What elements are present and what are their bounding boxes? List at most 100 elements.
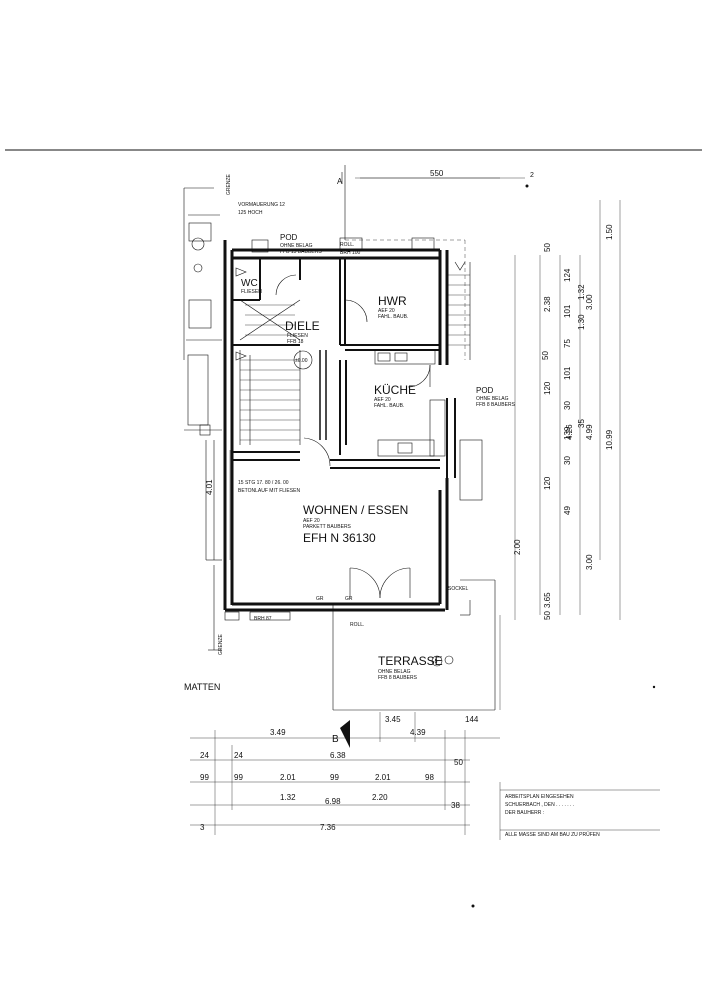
room-terrasse-marker: -5 [433, 659, 438, 665]
dim-bottom-row3-3: 2.01 [280, 773, 296, 782]
grenze-top-label: GRENZE [226, 174, 232, 196]
dim-bottom-row3b-1: 1.32 [280, 793, 296, 802]
room-pod-top-info1: OHNE BELAG [280, 243, 313, 249]
approval-stamp [499, 782, 660, 840]
dim-right-inner-12: 120 [543, 476, 552, 490]
dim-right-inner-8: 120 [543, 381, 552, 395]
stamp-footer: ALLE MASSE SIND AM BAU ZU PRÜFEN [505, 831, 600, 838]
scan-speck [652, 685, 656, 689]
room-wc-name: WC [241, 278, 258, 289]
bottom-windows [224, 611, 291, 621]
exterior-stairs [447, 261, 471, 360]
room-pod-right-name: POD [476, 386, 494, 395]
matten-label: MATTEN [184, 682, 220, 692]
room-kueche-name: KÜCHE [374, 383, 416, 397]
stamp-line-3: DER BAUHERR : [505, 810, 544, 816]
dim-bottom-row1-2: 3.45 [385, 715, 401, 724]
dim-bottom-row3-2: 99 [234, 773, 243, 782]
level-marker [293, 350, 313, 370]
dim-right-inner-11: 30 [563, 456, 572, 465]
dim-right-outer-1: 1.50 [605, 224, 614, 240]
room-pod-right-info2: FFB 8 BAUBERS [476, 402, 516, 408]
dim-bottom-row3-4: 99 [330, 773, 339, 782]
dim-top: 550 [430, 169, 444, 178]
kitchen-units [374, 349, 483, 501]
dim-right-outer-2: 10.99 [605, 429, 614, 450]
dim-right-mid-3: 3.00 [585, 554, 594, 570]
dim-right-inner-9: 30 [563, 401, 572, 410]
terrace-area [332, 579, 496, 711]
room-pod-right-info1: OHNE BELAG [476, 396, 509, 402]
brh-top-label: BRH 100 [340, 250, 361, 256]
interior-walls [232, 258, 440, 469]
brh-bottom-label: BRH 87 [254, 616, 272, 622]
gr-label-2: GR [345, 596, 353, 602]
room-terrasse-info2: FFB 8 BAUBERS [378, 675, 418, 681]
dim-right-mid-2: 4.26 [565, 424, 574, 440]
grenze-bottom-label: GRENZE [218, 634, 224, 656]
dim-left-1: 4.01 [205, 479, 214, 495]
room-diele-name: DIELE [285, 319, 320, 333]
section-b-label: B [332, 734, 339, 745]
dim-right-tiny-3: 35 [577, 419, 586, 428]
room-kueche-info2: FAHL. BAUB. [374, 403, 404, 409]
dim-right-tiny-2: 1.30 [577, 314, 586, 330]
room-pod-top-info2: FFB 15 BAUBERS [280, 249, 322, 255]
room-hwr-info1: AEF 20 [378, 308, 395, 314]
level-label: ±0.00 [295, 358, 308, 364]
room-diele-info2: FFB 18 [287, 339, 304, 345]
section-b-arrow [340, 720, 350, 748]
dim-bottom-row1-4: 144 [465, 715, 479, 724]
stamp-line-2: SCHUERBACH , DEN . . . . . . . [505, 802, 574, 808]
roll-label-1: ROLL. [340, 242, 354, 248]
dim-bottom-row3-5: 2.01 [375, 773, 391, 782]
section-a-label: A [337, 177, 343, 186]
dim-bottom-row4-2: 7.36 [320, 823, 336, 832]
dim-right-inner-7: 101 [563, 366, 572, 380]
stairs-label-2: BETONLAUF MIT FLIESEN [238, 488, 300, 494]
scan-speck [471, 904, 475, 908]
room-hwr-name: HWR [378, 294, 407, 308]
dim-right-inner-15: 50 [543, 611, 552, 620]
dim-bottom-row3b-3: 2.20 [372, 793, 388, 802]
dim-right-tiny-4: 4.99 [585, 424, 594, 440]
terrace-level-marker [431, 655, 443, 667]
dim-right-inner-16: 3.65 [543, 592, 552, 608]
door-swings [275, 274, 431, 599]
dim-right-inner-2: 124 [563, 268, 572, 282]
room-wohnen-info1: AEF 20 [303, 518, 320, 524]
room-wohnen-code: EFH N 36130 [303, 531, 376, 545]
roll-label-2: ROLL. [350, 622, 364, 628]
dim-right-tiny-1: 1.32 [577, 284, 586, 300]
room-hwr-info2: FAHL. BAUB. [378, 314, 408, 320]
dim-bottom-row1-1: 3.49 [270, 728, 286, 737]
dim-bottom-row4-1: 3 [200, 823, 205, 832]
hoch-label: 125 HOCH [238, 210, 263, 216]
room-diele-info1: FLIESEN [287, 333, 308, 339]
dim-bottom-row3b-2: 6.98 [325, 797, 341, 806]
dim-right-inner-3: 2.38 [543, 296, 552, 312]
dim-bottom-row1-3: 4.39 [410, 728, 426, 737]
neighbour-remnant [183, 187, 222, 651]
dim-bottom-row2-1: 24 [200, 751, 209, 760]
exterior-walls [223, 240, 456, 612]
dim-right-inner-13: 49 [563, 506, 572, 515]
stairs-label-1: 15 STG 17. 80 / 26. 00 [238, 480, 289, 486]
dim-right-inner-14: 2.00 [513, 539, 522, 555]
dim-bottom-row2-2: 24 [234, 751, 243, 760]
dimension-lines [190, 177, 621, 835]
dim-right-inner-6: 50 [541, 351, 550, 360]
dim-bottom-row2-3: 6.38 [330, 751, 346, 760]
room-pod-top-name: POD [280, 233, 298, 242]
dim-right-inner-4: 101 [563, 304, 572, 318]
scan-speck [525, 184, 529, 188]
interior-stairs [235, 267, 301, 445]
room-terrasse-info1: OHNE BELAG [378, 669, 411, 675]
section-num-label: 2 [530, 172, 534, 179]
dim-bottom-row3-1: 99 [200, 773, 209, 782]
dim-right-inner-10: 139 [563, 426, 572, 440]
room-kueche-info1: AEF 20 [374, 397, 391, 403]
sockel-label: SOCKEL [448, 586, 469, 592]
dim-bottom-row3-7: 38 [451, 801, 460, 810]
